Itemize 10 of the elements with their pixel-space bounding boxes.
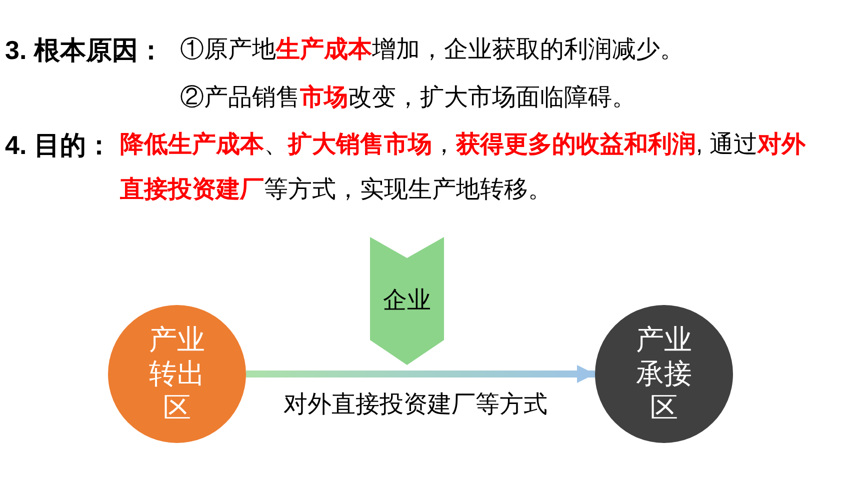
node-label: 产业承接区 (636, 323, 692, 425)
body-text: ①原产地生产成本增加，企业获取的利润减少。 (180, 35, 684, 65)
chevron-node (370, 237, 444, 365)
node-label: 产业转出区 (149, 323, 205, 425)
body-text: ②产品销售市场改变，扩大市场面临障碍。 (180, 83, 636, 113)
section-heading: 3. 根本原因： (5, 34, 164, 67)
arrow (246, 365, 595, 383)
body-text: 降低生产成本、扩大销售市场，获得更多的收益和利润, 通过对外直接投资建厂等方式，实现生产地转移。 (120, 130, 806, 205)
node-label: 企业 (383, 286, 431, 316)
section-heading: 4. 目的： (5, 129, 112, 162)
